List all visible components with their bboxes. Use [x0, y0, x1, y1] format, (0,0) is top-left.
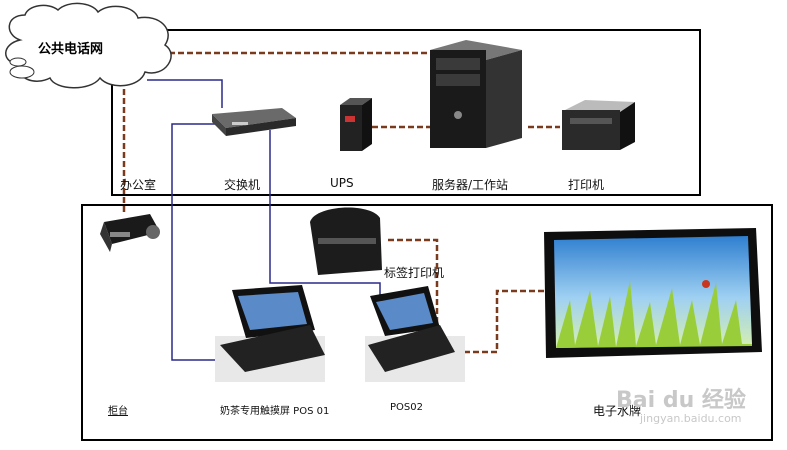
camera-icon: [100, 214, 160, 252]
switch-icon: [212, 108, 296, 136]
pos-terminal-icon: [215, 285, 325, 382]
digital-signage-icon: [544, 228, 762, 358]
brown-links: [122, 51, 560, 354]
label-printer-label: 标签打印机: [384, 266, 445, 280]
ups-icon: [340, 98, 372, 151]
cloud-icon: [5, 2, 172, 89]
server-icon: [430, 40, 522, 148]
ups-label: UPS: [330, 176, 354, 190]
label-printer-icon: [310, 207, 382, 275]
pos2-label: POS02: [390, 402, 423, 413]
watermark-logo: Bai du 经验: [616, 388, 746, 413]
counter-label: 柜台: [108, 406, 128, 417]
switch-label: 交换机: [224, 178, 261, 192]
printer-icon: [562, 100, 635, 150]
watermark-url: jingyan.baidu.com: [640, 412, 742, 425]
pos1-label: 奶茶专用触摸屏 POS 01: [220, 406, 330, 417]
counter-frame: [81, 204, 773, 441]
display-label: 电子水牌: [593, 404, 642, 418]
office-frame: [111, 29, 701, 196]
cloud-label: 公共电话网: [38, 42, 104, 57]
server-label: 服务器/工作站: [432, 178, 509, 192]
printer-label: 打印机: [568, 178, 605, 192]
office-label: 办公室: [120, 178, 157, 192]
pos-terminal-icon: [365, 286, 465, 382]
